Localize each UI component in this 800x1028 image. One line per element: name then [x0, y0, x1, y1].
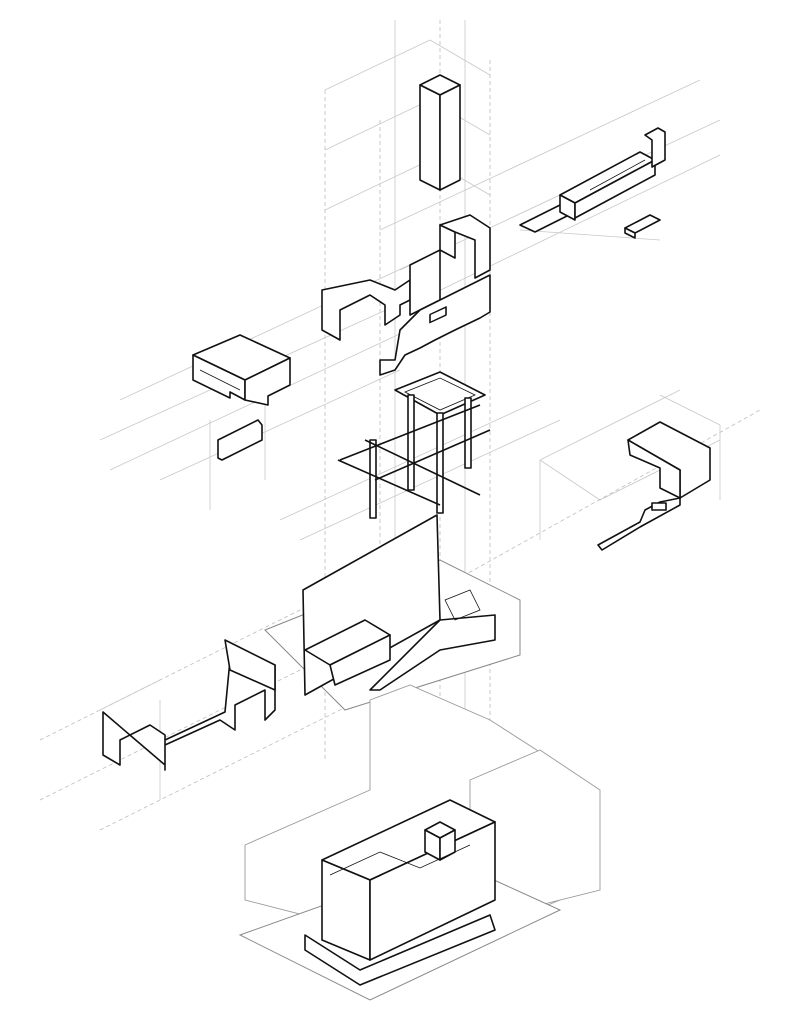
left-box-volume — [192, 334, 291, 406]
upper-roof-slab — [519, 127, 666, 233]
right-wall-shell — [597, 421, 711, 551]
assembled-building — [238, 684, 601, 1001]
upper-wall-shell — [321, 214, 491, 376]
ground-floor-base — [264, 514, 521, 711]
left-wall-shell — [102, 639, 276, 771]
tower-volume — [419, 74, 461, 191]
small-slab-piece — [624, 214, 661, 239]
structural-frame — [337, 371, 491, 519]
left-small-plate — [217, 419, 263, 461]
